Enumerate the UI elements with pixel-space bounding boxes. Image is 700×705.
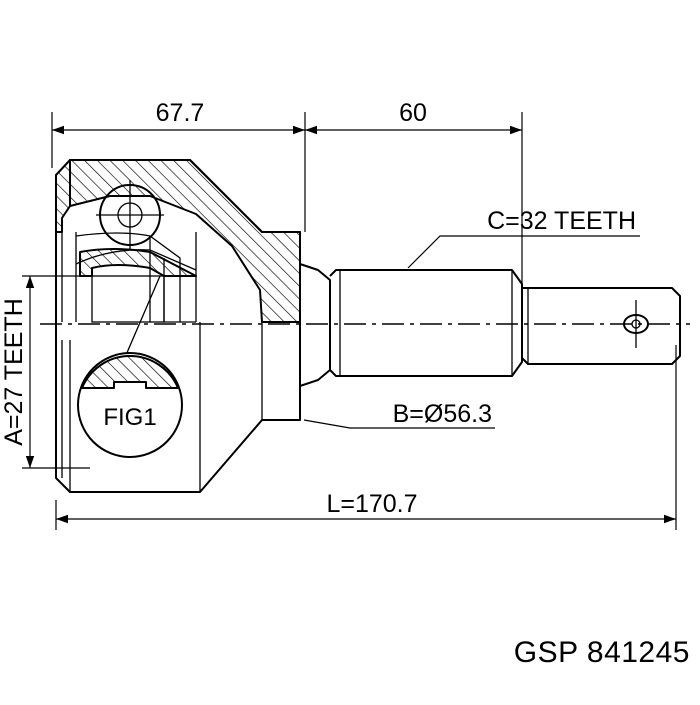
- total-length-label: L=170.7: [326, 490, 417, 518]
- inner-spline-label: A=27 TEETH: [0, 298, 28, 446]
- housing-ring-hatched: [55, 159, 71, 233]
- right-width-label: 60: [399, 99, 427, 127]
- inner-race: [75, 180, 197, 356]
- outer-housing: [55, 159, 301, 493]
- shaft-spline-label: C=32 TEETH: [487, 207, 636, 235]
- fig1-label: FIG1: [103, 404, 156, 431]
- dimension-labels: 67.7 60 C=32 TEETH B=Ø56.3 L=170.7 A=27 …: [0, 99, 636, 518]
- threaded-tip: [521, 287, 681, 365]
- callout-leaders: [303, 235, 640, 429]
- splined-shaft: [329, 269, 523, 377]
- fig1-marker: FIG1: [77, 352, 183, 458]
- inner-race-hatched: [79, 248, 197, 277]
- housing-diameter-label: B=Ø56.3: [393, 400, 492, 428]
- left-width-label: 67.7: [156, 99, 205, 127]
- part-number-caption: GSP 841245: [513, 636, 690, 669]
- stub-shaft: [299, 263, 681, 387]
- housing-wall-hatched: [69, 159, 301, 323]
- dimension-lines: [25, 125, 676, 524]
